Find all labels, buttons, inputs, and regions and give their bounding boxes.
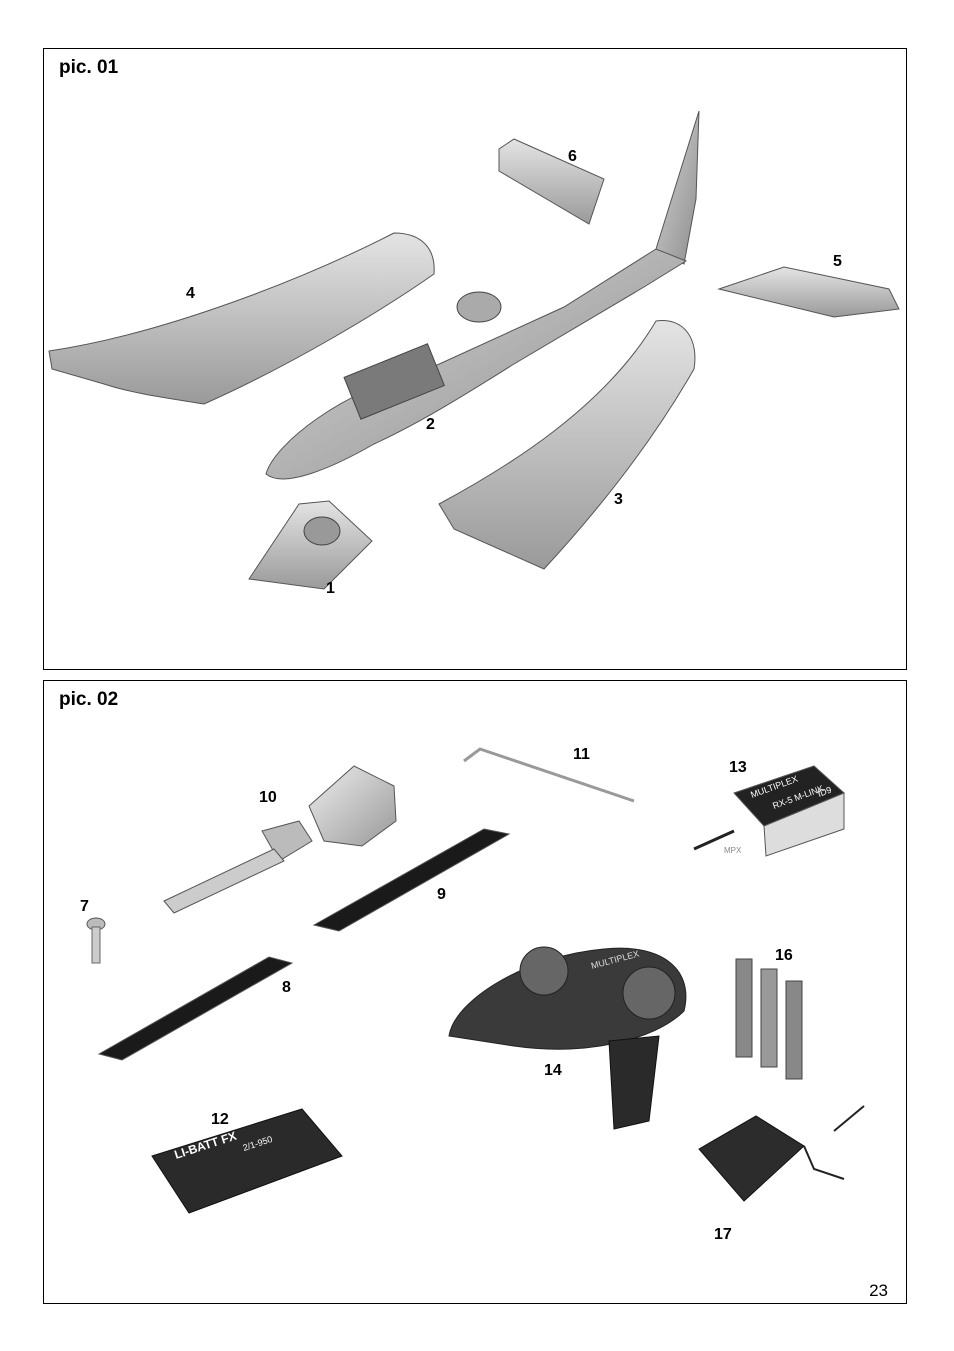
canopy-pilot — [303, 516, 341, 546]
canopy — [248, 500, 373, 590]
airplane-exploded-drawing — [48, 110, 900, 590]
mpx-mark: MPX — [724, 846, 742, 855]
charger-icon — [698, 1105, 865, 1202]
fuselage — [265, 248, 688, 480]
screw-icon — [86, 917, 106, 964]
velcro-strip-9 — [312, 828, 511, 932]
callout-1: 1 — [326, 580, 335, 597]
stabilizer-part-5 — [717, 266, 900, 318]
velcro-strip-8 — [97, 956, 294, 1061]
callout-11: 11 — [573, 746, 590, 763]
callout-8: 8 — [282, 979, 291, 996]
callout-14: 14 — [544, 1062, 562, 1079]
callout-10: 10 — [259, 789, 277, 806]
callout-6: 6 — [568, 148, 577, 165]
callout-5: 5 — [833, 253, 842, 270]
callout-4: 4 — [186, 285, 195, 302]
panel-title: pic. 02 — [59, 689, 119, 710]
right-wing — [438, 320, 696, 570]
left-wing — [48, 232, 435, 405]
aa-batteries-icon — [735, 958, 803, 1080]
accessories-drawing: MULTIPLEX RX-5 M-LINK ID9 MPX MULTIPLEX … — [86, 747, 865, 1214]
motor-pod — [456, 291, 502, 323]
callout-17: 17 — [714, 1226, 732, 1243]
receiver-id: ID9 — [816, 785, 833, 799]
cockpit-opening — [343, 343, 445, 420]
callout-16: 16 — [775, 947, 793, 964]
callout-3: 3 — [614, 491, 623, 508]
callout-13: 13 — [729, 759, 747, 776]
vertical-fin — [655, 110, 700, 265]
callout-2: 2 — [426, 416, 435, 433]
lipo-battery-icon: LI-BATT FX 2/1-950 — [151, 1108, 343, 1214]
panel-title: pic. 01 — [59, 57, 119, 78]
pic-02-panel: pic. 02 MULTIPLEX RX-5 M- — [43, 680, 907, 1304]
pic-01-panel: pic. 01 1 2 3 4 5 6 — [43, 48, 907, 670]
callout-7: 7 — [80, 898, 89, 915]
transmitter-icon: MULTIPLEX — [448, 946, 687, 1130]
screwdriver-icon — [163, 765, 397, 914]
page-number: 23 — [869, 1281, 888, 1300]
callout-12: 12 — [211, 1111, 229, 1128]
receiver-icon: MULTIPLEX RX-5 M-LINK ID9 MPX — [693, 765, 845, 857]
hex-key-icon — [463, 747, 635, 803]
callout-9: 9 — [437, 886, 446, 903]
stabilizer-part-6 — [498, 138, 605, 225]
